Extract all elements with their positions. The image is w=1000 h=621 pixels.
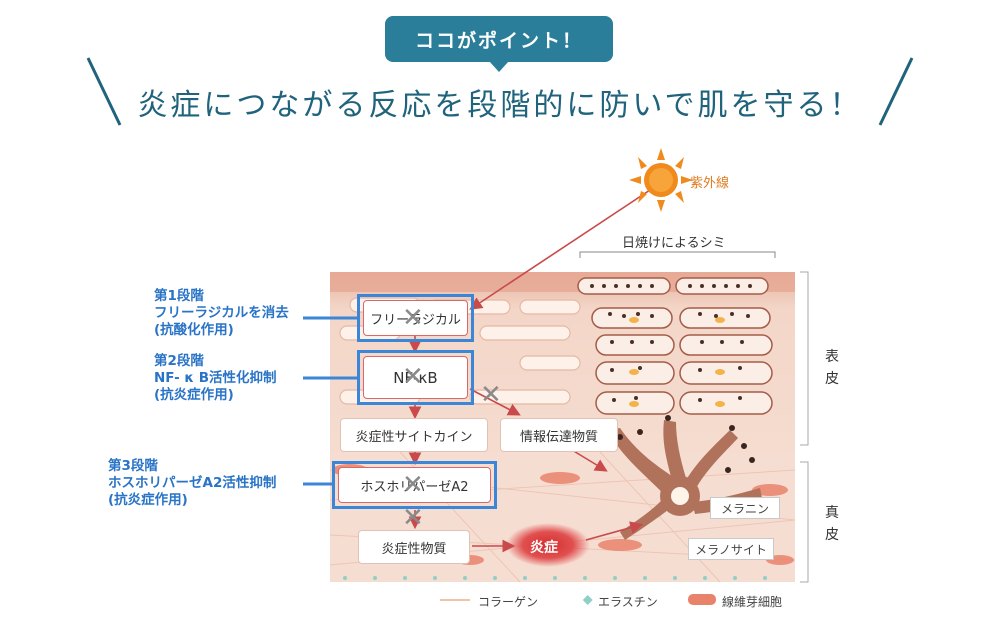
sun-icon <box>629 148 693 212</box>
left-slash <box>86 57 122 126</box>
stage-1-title: 第1段階 <box>154 288 204 304</box>
stage-2-line1: NF- κ B活性化抑制 <box>154 370 277 386</box>
stage-3-title: 第3段階 <box>108 458 158 474</box>
cross-mark-icon: ✕ <box>402 470 424 500</box>
cross-mark-icon: ✕ <box>402 362 424 392</box>
inflammation-glow <box>506 523 590 567</box>
point-badge: ココがポイント！ <box>385 16 613 62</box>
free-radical-box: フリーラジカル <box>363 300 468 336</box>
page-title: 炎症につながる反応を段階的に防いで肌を守る！ <box>137 88 863 123</box>
legend-elastin: エラスチン <box>598 595 658 609</box>
melanocyte-tag: メラノサイト <box>688 538 774 560</box>
stage-2-title: 第2段階 <box>154 353 204 369</box>
badge-tail <box>489 61 509 72</box>
stage-2-highlight <box>357 350 474 405</box>
phospholipase-box: ホスホリパーゼA2 <box>338 467 491 503</box>
stage-3-line1: ホスホリパーゼA2活性抑制 <box>108 475 277 491</box>
stage-3-label: 第3段階 ホスホリパーゼA2活性抑制 (抗炎症作用) <box>108 458 308 509</box>
stage-1-highlight <box>357 294 474 342</box>
uv-label: 紫外線 <box>690 176 730 191</box>
legend-fibroblast: 線維芽細胞 <box>722 595 783 609</box>
stage-3-highlight <box>332 461 497 509</box>
epidermis-label: 表皮 <box>825 349 839 387</box>
stage-2-line2: (抗炎症作用) <box>154 387 234 403</box>
inflammation-label: 炎症 <box>530 540 558 556</box>
inflammatory-substance-box: 炎症性物質 <box>358 530 470 564</box>
cross-mark-icon: ✕ <box>402 303 424 333</box>
cytokine-box: 炎症性サイトカイン <box>340 418 488 452</box>
stage-1-line2: (抗酸化作用) <box>154 322 234 338</box>
dermis-label: 真皮 <box>825 505 839 543</box>
nfkb-box: NF-κB <box>363 356 468 399</box>
messenger-box: 情報伝達物質 <box>500 418 618 452</box>
melanin-tag: メラニン <box>710 497 780 519</box>
stage-3-line2: (抗炎症作用) <box>108 492 188 508</box>
sunburn-spots-label: 日焼けによるシミ <box>622 236 726 251</box>
right-slash <box>878 57 914 126</box>
cross-mark-icon: ✕ <box>480 380 502 410</box>
cross-mark-icon: ✕ <box>402 503 424 533</box>
legend-collagen: コラーゲン <box>478 595 539 609</box>
stage-2-label: 第2段階 NF- κ B活性化抑制 (抗炎症作用) <box>154 353 314 404</box>
stage-1-line1: フリーラジカルを消去 <box>154 305 289 321</box>
stage-1-label: 第1段階 フリーラジカルを消去 (抗酸化作用) <box>154 288 314 339</box>
